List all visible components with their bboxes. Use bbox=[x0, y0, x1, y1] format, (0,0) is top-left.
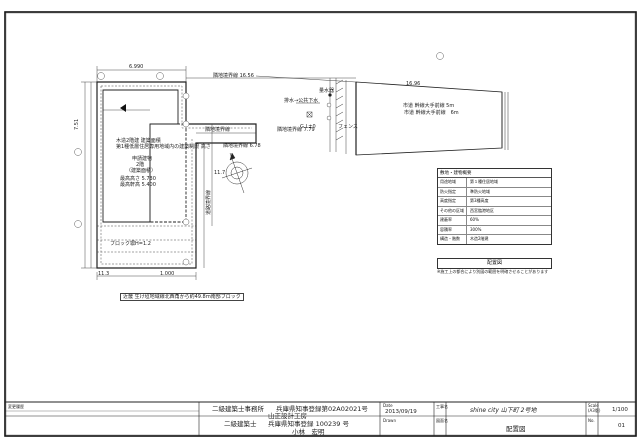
office-registration: 兵庫県知事登録第02A02021号 bbox=[276, 405, 368, 413]
adjacent-lot bbox=[355, 81, 503, 156]
office-name: 山正設計工房 bbox=[268, 412, 307, 420]
scale-label: Scale bbox=[588, 403, 599, 408]
dim-side: 7.51 bbox=[74, 118, 80, 130]
dim-d: 11.7 bbox=[214, 170, 226, 176]
grid-markers bbox=[74, 52, 444, 266]
building-note: 第1種低層住居専用地域内の建築制限 高さ bbox=[116, 144, 211, 150]
info-value: 木造2階建 bbox=[470, 236, 489, 241]
building-notes: 木造2階建 建築面積 第1種低層住居専用地域内の建築制限 高さ 申請建物 2階 … bbox=[116, 138, 211, 188]
date-label: Date bbox=[383, 403, 393, 408]
dim-b: 11.3 bbox=[98, 271, 110, 277]
sheet-title-box: 配置図 bbox=[437, 258, 552, 269]
fence-label: フェンス bbox=[338, 124, 358, 130]
date-value: 2013/09/19 bbox=[385, 409, 417, 415]
road-north-label: 市道 幹線大手前線 6m bbox=[404, 110, 459, 116]
sheet-number: 01 bbox=[618, 423, 625, 429]
building-note: 申請建物 bbox=[132, 156, 153, 162]
info-value: 60% bbox=[470, 217, 479, 222]
drawn-label: Drawn bbox=[383, 418, 396, 423]
building-footprint bbox=[102, 89, 187, 223]
no-label: No. bbox=[588, 418, 595, 423]
north-arrow bbox=[221, 152, 253, 194]
scale-value: 1/100 bbox=[612, 407, 628, 413]
info-key: その他の区域 bbox=[438, 206, 467, 215]
road-bottom-label: 近畿 生け垣地域線北西角から約49.8ｍ南部ブロック bbox=[120, 293, 244, 301]
building-note: 最高軒高 5.400 bbox=[120, 182, 156, 188]
sheet-label: 図面名 bbox=[436, 418, 448, 423]
info-key: 防火指定 bbox=[438, 187, 467, 196]
table-row: 高度指定第3種高度 bbox=[438, 197, 551, 207]
info-key: 容積率 bbox=[438, 225, 467, 234]
construction-note: ※施工上の都合により別図の範囲を明確させることがあります bbox=[437, 269, 549, 274]
title-block-frame bbox=[5, 401, 636, 436]
building-note: 2階 bbox=[136, 162, 145, 168]
office-role: 二級建築士事務所 bbox=[212, 405, 264, 413]
drain-label: 排水→公共下水 bbox=[284, 98, 319, 104]
building-note: （建築面積） bbox=[126, 168, 157, 174]
table-row: その他の区域西宮臨港地区 bbox=[438, 206, 551, 216]
dim-c: 1.000 bbox=[160, 271, 175, 277]
info-key: 構造・階数 bbox=[438, 235, 467, 244]
info-value: 第１種住居地域 bbox=[470, 179, 498, 184]
dim-top: 6.990 bbox=[129, 64, 144, 70]
site-info-title: 敷地・建物概要 bbox=[438, 169, 551, 178]
meter-label: 量水器 bbox=[319, 88, 335, 94]
info-value: 第3種高度 bbox=[470, 198, 489, 203]
table-row: 構造・階数木造2階建 bbox=[438, 235, 551, 244]
wall-label: ブロック塀H=1.2 bbox=[110, 241, 151, 247]
info-value: 準防火地域 bbox=[470, 188, 490, 194]
dimension-lines bbox=[81, 66, 356, 280]
table-row: 用途地域第１種住居地域 bbox=[438, 178, 551, 188]
dim-e: 16.96 bbox=[406, 81, 421, 87]
building-note: 最高高さ 5.730 bbox=[120, 176, 156, 182]
boundary-label-5: 道路境界線 bbox=[206, 189, 212, 215]
building-note: 木造2階建 建築面積 bbox=[116, 138, 161, 144]
scale-sub: (A3版) bbox=[588, 408, 601, 413]
gl-label: G.L±0 bbox=[300, 124, 316, 130]
boundary-label-2: 隣地境界線 bbox=[205, 127, 231, 133]
boundary-label-4: 隣地境界線 6.78 bbox=[223, 143, 261, 149]
info-key: 高度指定 bbox=[438, 197, 467, 206]
info-key: 建蔽率 bbox=[438, 216, 467, 225]
boundary-label-1: 隣地境界線 16.56 bbox=[213, 73, 254, 79]
remarks-label: 変更履歴 bbox=[8, 404, 24, 409]
site-info-table: 敷地・建物概要 用途地域第１種住居地域 防火指定準防火地域 高度指定第3種高度 … bbox=[437, 168, 552, 245]
info-value: 西宮臨港地区 bbox=[470, 207, 494, 213]
project-name: shine city 山下町 2号地 bbox=[470, 407, 537, 414]
info-key: 用途地域 bbox=[438, 178, 467, 187]
architect-registration: 兵庫県知事登録 100239 号 bbox=[268, 420, 349, 428]
setback-lines bbox=[97, 85, 252, 265]
architect-role: 二級建築士 bbox=[224, 420, 257, 428]
info-value: 300% bbox=[470, 226, 482, 232]
entrance-marker bbox=[120, 104, 126, 112]
table-row: 防火指定準防火地域 bbox=[438, 187, 551, 197]
boundary-label-3: 隣地境界線 7.79 bbox=[277, 127, 315, 133]
sheet-name: 配置図 bbox=[506, 425, 526, 433]
project-label: 工事名 bbox=[436, 404, 448, 409]
utility-symbols bbox=[296, 93, 332, 118]
architect-name: 小林 宏明 bbox=[292, 428, 325, 436]
road-east-label: 市道 幹線大手前線 5m bbox=[403, 103, 455, 109]
